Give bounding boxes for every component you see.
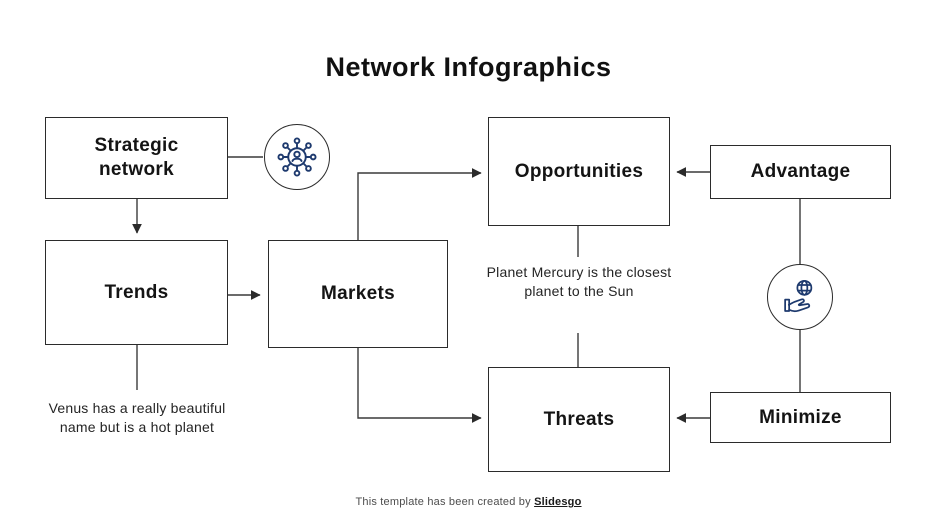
slidesgo-link[interactable]: Slidesgo — [534, 496, 582, 508]
page-title: Network Infographics — [325, 52, 612, 82]
node-trends: Trends — [45, 240, 228, 345]
footer-credit-text: This template has been created by — [355, 496, 535, 508]
arrow-markets-to-threats — [357, 348, 482, 423]
note-opportunities: Planet Mercury is the closest planet to … — [486, 264, 672, 300]
node-threats: Threats — [488, 367, 670, 472]
network-user-icon — [264, 124, 330, 190]
node-advantage: Advantage — [710, 145, 891, 199]
hand-globe-icon — [767, 264, 833, 330]
node-strategic-network: Strategic network — [45, 117, 228, 199]
node-markets: Markets — [268, 240, 448, 348]
node-minimize: Minimize — [710, 392, 891, 443]
arrow-markets-to-opportunities — [357, 168, 482, 240]
note-trends: Venus has a really beautiful name but is… — [48, 400, 226, 436]
footer-credit: This template has been created by Slides… — [0, 496, 937, 508]
node-opportunities: Opportunities — [488, 117, 670, 226]
